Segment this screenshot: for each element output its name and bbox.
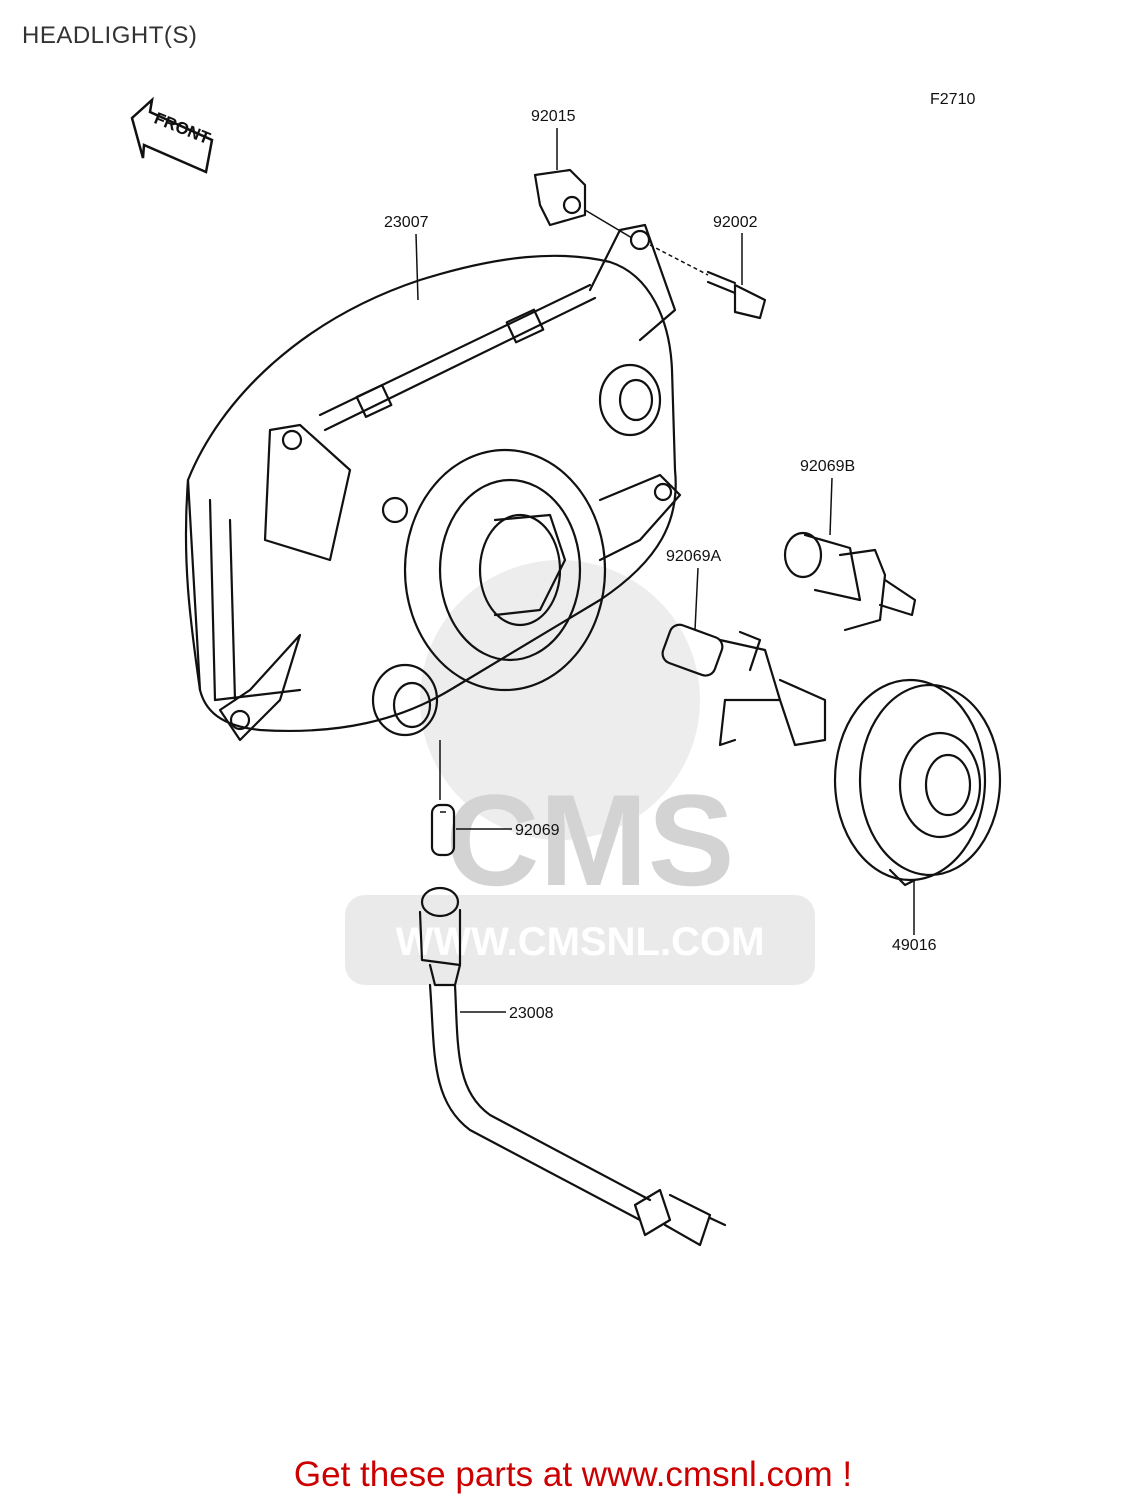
cms-watermark: CMS WWW.CMSNL.COM xyxy=(345,560,815,985)
headlight-housing-23007 xyxy=(184,223,682,742)
parts-diagram: CMS WWW.CMSNL.COM F2710 FRONT xyxy=(130,91,1002,1247)
dust-cover-49016 xyxy=(833,678,1002,887)
label-92069B: 92069B xyxy=(800,458,855,475)
front-arrow-icon: FRONT xyxy=(130,96,213,174)
bulb-92069 xyxy=(430,740,456,857)
bulb-92069B xyxy=(783,531,917,632)
label-92069A: 92069A xyxy=(666,548,721,565)
label-23007: 23007 xyxy=(384,214,429,231)
watermark-url: WWW.CMSNL.COM xyxy=(396,920,765,964)
figure-code: F2710 xyxy=(930,91,975,108)
label-23008: 23008 xyxy=(509,1005,554,1022)
watermark-brand: CMS xyxy=(446,767,735,913)
bulb-92069A xyxy=(661,623,827,747)
label-92002: 92002 xyxy=(713,214,758,231)
page-title: HEADLIGHT(S) xyxy=(22,22,198,49)
label-49016: 49016 xyxy=(892,937,937,954)
label-92069: 92069 xyxy=(515,822,560,839)
socket-lead-23008 xyxy=(418,886,727,1247)
footer-cta[interactable]: Get these parts at www.cmsnl.com ! xyxy=(293,1455,853,1494)
bolt-92002 xyxy=(649,244,767,320)
label-92015: 92015 xyxy=(531,108,576,125)
clip-nut-92015 xyxy=(533,168,633,239)
